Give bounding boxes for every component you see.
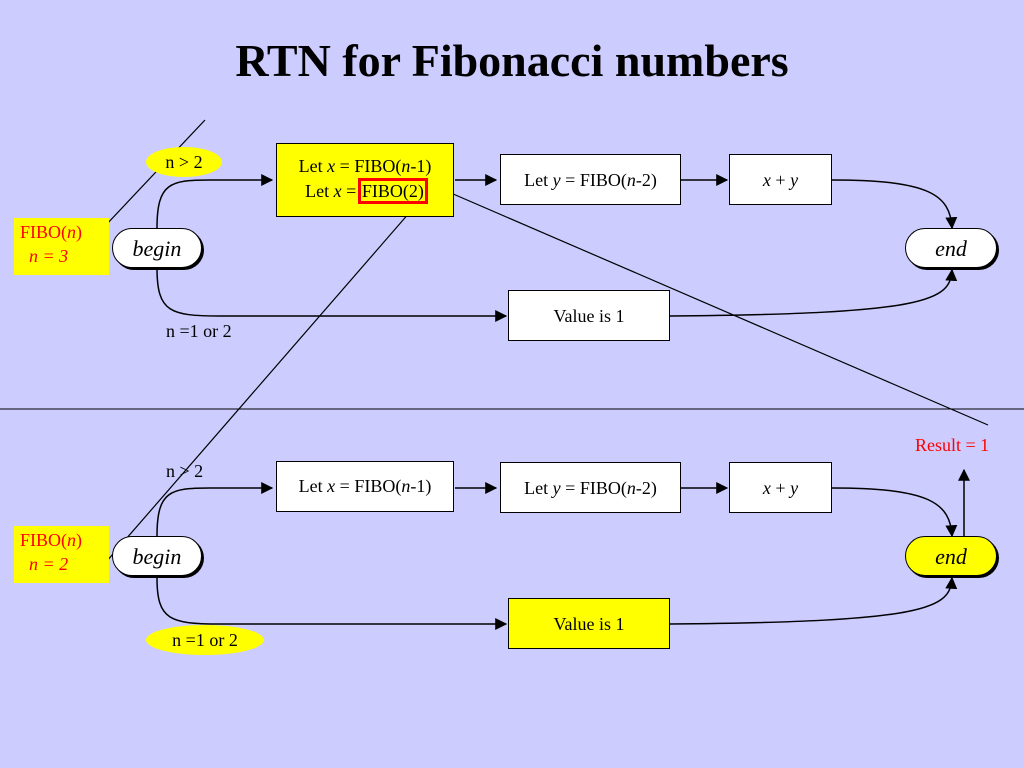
bottom-value-node: Value is 1 [508, 598, 670, 649]
bottom-sum-to-end-edge [831, 487, 958, 538]
bottom-sum-node: x + y [729, 462, 832, 513]
top-cond-gt-label: n > 2 [146, 147, 222, 177]
top-let-x-node: Let x = FIBO(n-1) Let x = FIBO(2) [276, 143, 454, 217]
top-sum-to-end-edge [831, 179, 958, 230]
top-fibo2-highlight: FIBO(2) [357, 178, 428, 204]
top-fibo-call-label: FIBO(n) n = 3 [14, 218, 109, 275]
top-fibo-text: FIBO( [20, 222, 68, 242]
bottom-cond-gt-label: n > 2 [166, 461, 204, 481]
bottom-fibo-var: n [67, 530, 77, 550]
top-value-to-end-edge [669, 268, 958, 317]
top-cond-eq-label: n =1 or 2 [166, 321, 232, 341]
bottom-n-value: n = 2 [29, 554, 69, 574]
top-sum-node: x + y [729, 154, 832, 205]
top-fibo-var: n [67, 222, 77, 242]
bottom-value-to-end-edge [669, 576, 958, 625]
bottom-let-y-node: Let y = FIBO(n-2) [500, 462, 681, 513]
return-arrow [436, 186, 989, 426]
bottom-begin-node: begin [112, 536, 202, 576]
top-end-node: end [905, 228, 997, 268]
top-begin-to-letx-edge [156, 174, 274, 229]
bottom-fibo-close: ) [76, 530, 83, 550]
top-begin-node: begin [112, 228, 202, 268]
bottom-begin-to-letx-edge [156, 482, 274, 537]
bottom-fibo-call-label: FIBO(n) n = 2 [14, 526, 109, 583]
top-value-node: Value is 1 [508, 290, 670, 341]
top-n-value: n = 3 [29, 246, 69, 266]
bottom-let-x-node: Let x = FIBO(n-1) [276, 461, 454, 512]
top-begin-to-value-edge [156, 267, 508, 322]
bottom-begin-to-value-edge [156, 577, 508, 630]
result-label: Result = 1 [915, 435, 990, 455]
bottom-let-x-line: Let x = FIBO(n-1) [298, 476, 432, 496]
call-arrow-bottom [92, 211, 411, 578]
bottom-cond-eq-label: n =1 or 2 [146, 625, 264, 655]
bottom-fibo-text: FIBO( [20, 530, 68, 550]
top-let-x-line2: Let x = FIBO(2) [305, 178, 428, 204]
top-let-y-node: Let y = FIBO(n-2) [500, 154, 681, 205]
top-fibo-close: ) [76, 222, 83, 242]
top-let-x-line1: Let x = FIBO(n-1) [298, 156, 432, 176]
slide-title: RTN for Fibonacci numbers [235, 35, 789, 86]
bottom-end-node: end [905, 536, 997, 576]
